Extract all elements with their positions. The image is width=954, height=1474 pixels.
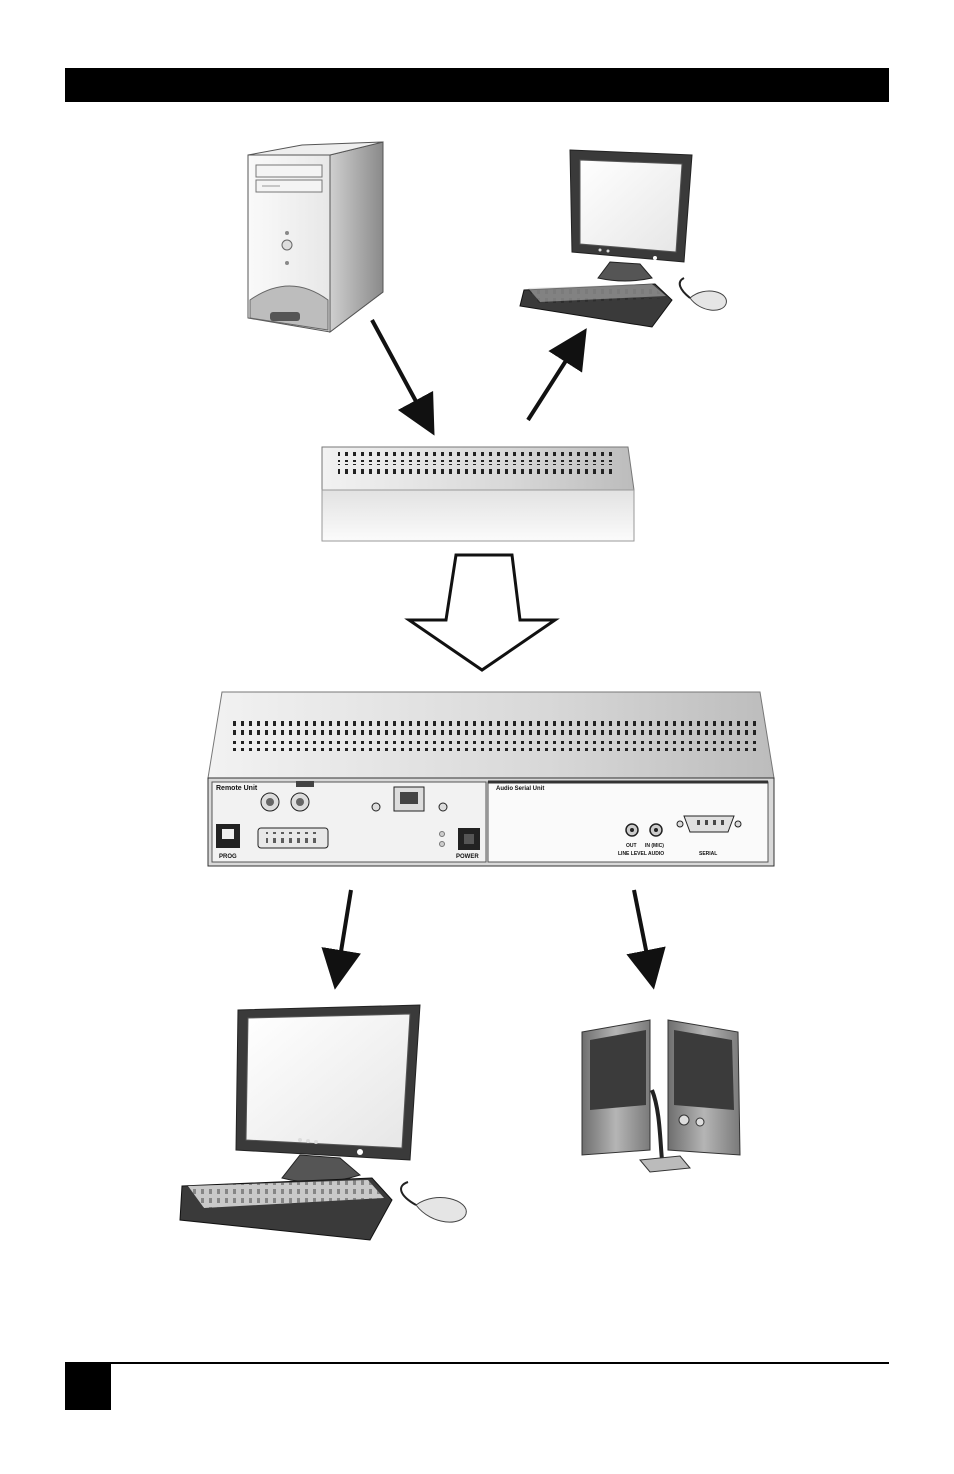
arrow-receiver-to-speakers bbox=[626, 889, 666, 990]
pc-tower-icon bbox=[247, 141, 384, 334]
remote-unit-panel: Remote Unit PROG POWER bbox=[216, 781, 480, 860]
arrow-receiver-to-monitor bbox=[321, 889, 361, 990]
line-level-audio-label: LINE LEVEL AUDIO bbox=[618, 851, 664, 857]
page-number-tab bbox=[65, 1362, 111, 1410]
remote-unit-title: Remote Unit bbox=[216, 785, 258, 792]
speakers-icon bbox=[581, 1019, 741, 1173]
audio-serial-panel: Audio Serial Unit OUT IN (MIC) LINE LEVE… bbox=[496, 786, 742, 857]
header-bar bbox=[65, 68, 889, 102]
big-down-arrow bbox=[404, 553, 560, 672]
power-label: POWER bbox=[456, 854, 479, 860]
remote-workstation-icon bbox=[179, 1004, 467, 1241]
footer-rule bbox=[65, 1362, 889, 1364]
audio-serial-title: Audio Serial Unit bbox=[496, 786, 544, 792]
local-workstation-icon bbox=[519, 149, 727, 328]
arrow-pc-to-transmitter bbox=[370, 319, 435, 436]
transmitter-unit bbox=[321, 446, 635, 542]
prog-label: PROG bbox=[219, 854, 237, 860]
serial-label: SERIAL bbox=[699, 851, 717, 857]
out-label: OUT bbox=[626, 843, 637, 849]
arrow-transmitter-to-monitor bbox=[526, 328, 587, 422]
in-mic-label: IN (MIC) bbox=[645, 843, 664, 849]
